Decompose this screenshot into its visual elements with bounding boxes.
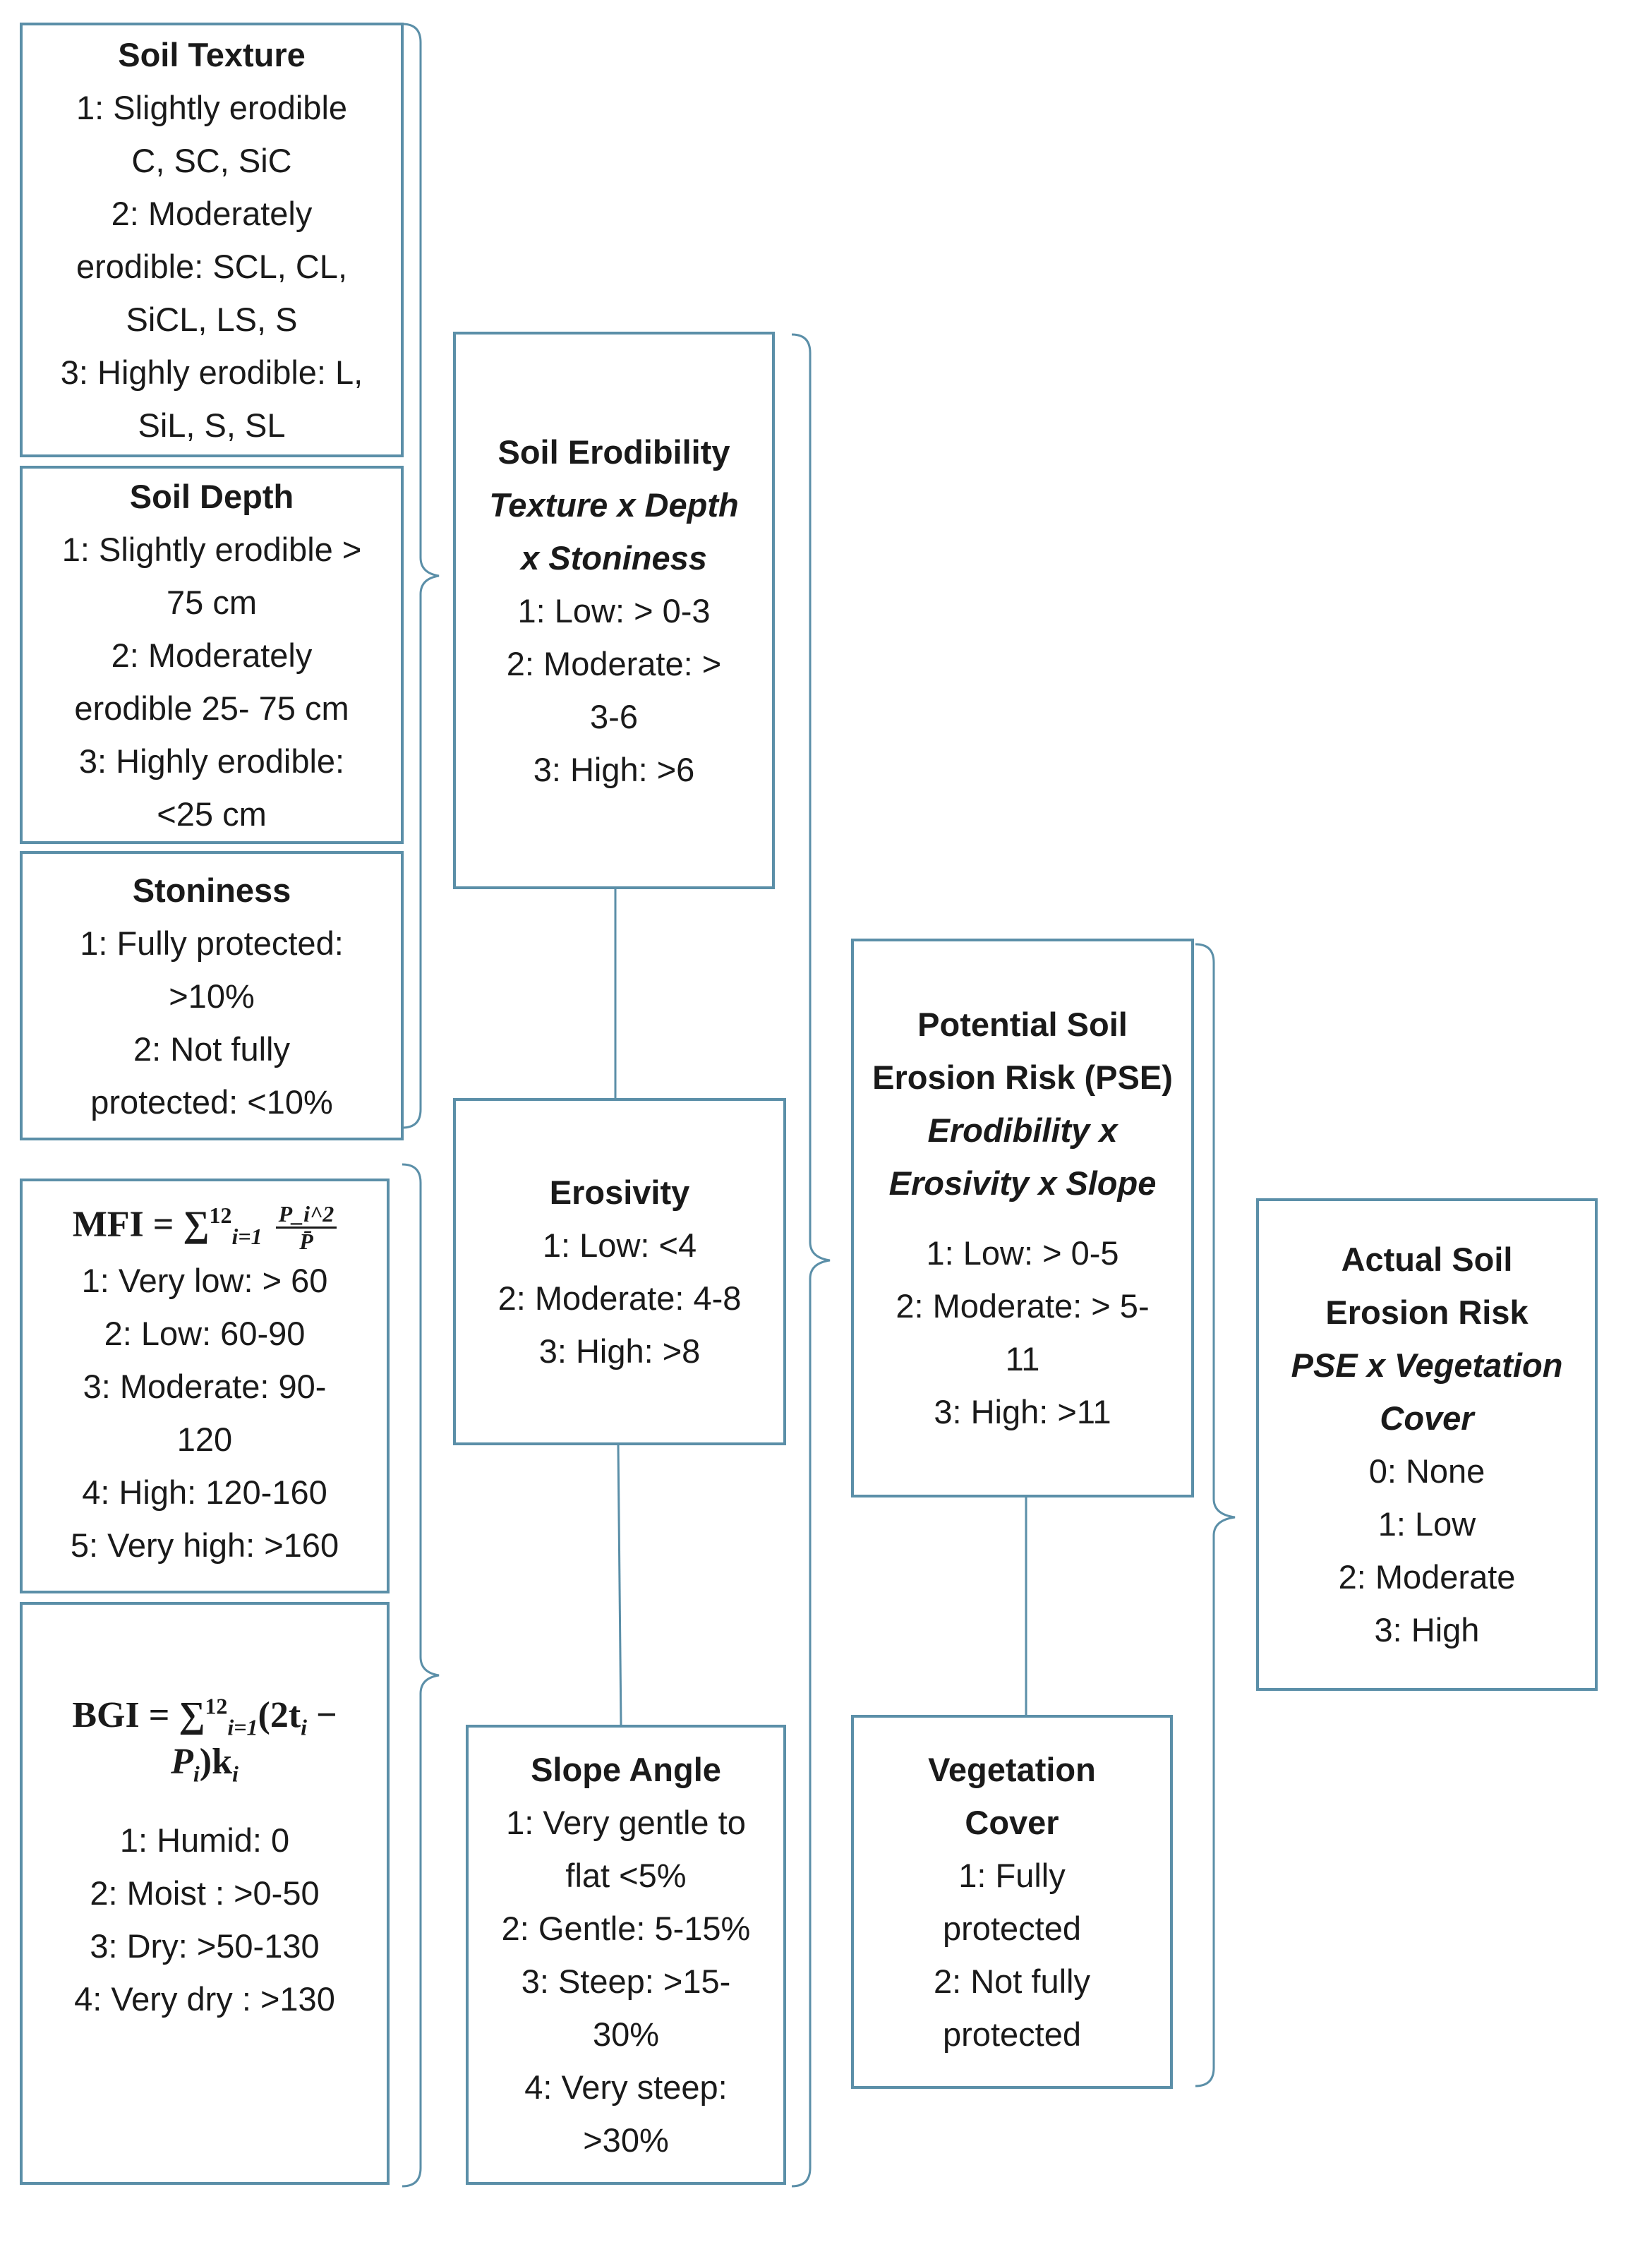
soil-texture-title: Soil Texture (118, 36, 306, 73)
bgi-line: 1: Humid: 0 (119, 1821, 290, 1859)
erosivity-line: 2: Moderate: 4-8 (498, 1279, 742, 1317)
vegetation-cover-line: 2: Not fully (933, 1963, 1091, 2000)
actual-erosion-risk-title: Erosion Risk (1325, 1294, 1529, 1331)
soil-erodibility-formula: x Stoniness (521, 538, 707, 577)
bgi-formula-line-2: Pi)ki (171, 1742, 239, 1787)
pse-box: Potential Soil Erosion Risk (PSE) Erodib… (851, 939, 1194, 1497)
actual-erosion-risk-formula: PSE x Vegetation (1291, 1346, 1563, 1384)
pse-formula: Erosivity x Slope (888, 1164, 1157, 1202)
soil-depth-box: Soil Depth 1: Slightly erodible > 75 cm … (20, 466, 404, 844)
erosivity-line: 3: High: >8 (538, 1332, 701, 1370)
stoniness-line: >10% (169, 977, 255, 1015)
soil-depth-line: <25 cm (157, 795, 267, 833)
soil-depth-line: 1: Slightly erodible > (61, 530, 362, 568)
stoniness-box: Stoniness 1: Fully protected: >10% 2: No… (20, 851, 404, 1140)
vegetation-cover-title: Vegetation (928, 1751, 1096, 1788)
stoniness-line: 1: Fully protected: (80, 924, 344, 962)
mfi-line: 1: Very low: > 60 (81, 1261, 328, 1299)
vegetation-cover-box: Vegetation Cover 1: Fully protected 2: N… (851, 1715, 1173, 2089)
bgi-formula-line-1: BGI = ∑12i=1(2ti − (72, 1693, 337, 1740)
stoniness-line: 2: Not fully (133, 1030, 291, 1068)
soil-texture-line: C, SC, SiC (131, 142, 292, 179)
soil-depth-line: 3: Highly erodible: (78, 742, 345, 780)
bgi-line: 3: Dry: >50-130 (90, 1927, 320, 1965)
slope-angle-line: 3: Steep: >15- (521, 1963, 731, 2000)
bracket-soil-inputs (402, 23, 440, 1129)
bracket-actual-inputs (1195, 943, 1236, 2087)
soil-texture-line: 2: Moderately (111, 195, 313, 232)
erosivity-line: 1: Low: <4 (542, 1227, 697, 1264)
link-erosivity-slope (617, 1443, 622, 1727)
bgi-line: 2: Moist : >0-50 (90, 1874, 320, 1912)
soil-erodibility-formula: Texture x Depth (489, 486, 739, 524)
slope-angle-box: Slope Angle 1: Very gentle to flat <5% 2… (466, 1725, 786, 2185)
stoniness-line: protected: <10% (90, 1083, 333, 1121)
actual-erosion-risk-title: Actual Soil (1341, 1241, 1513, 1278)
actual-erosion-risk-line: 3: High (1374, 1611, 1480, 1649)
slope-angle-line: >30% (583, 2121, 669, 2159)
stoniness-title: Stoniness (132, 871, 291, 909)
vegetation-cover-title: Cover (965, 1804, 1059, 1841)
pse-line: 2: Moderate: > 5- (896, 1287, 1150, 1325)
mfi-line: 5: Very high: >160 (70, 1526, 339, 1564)
slope-angle-title: Slope Angle (531, 1751, 721, 1788)
actual-erosion-risk-line: 0: None (1368, 1452, 1485, 1490)
mfi-line: 120 (176, 1420, 233, 1458)
erosivity-title: Erosivity (549, 1174, 690, 1211)
soil-depth-line: 75 cm (167, 583, 257, 621)
slope-angle-line: flat <5% (565, 1857, 687, 1894)
bracket-climate-inputs (402, 1163, 440, 2188)
vegetation-cover-line: protected (943, 1910, 1081, 1947)
soil-texture-line: 3: Highly erodible: L, (60, 354, 363, 391)
slope-angle-line: 2: Gentle: 5-15% (501, 1910, 751, 1947)
soil-texture-line: SiCL, LS, S (126, 301, 298, 338)
slope-angle-line: 1: Very gentle to (506, 1804, 746, 1841)
pse-formula: Erodibility x (927, 1111, 1118, 1149)
soil-erodibility-line: 1: Low: > 0-3 (517, 591, 711, 629)
actual-erosion-risk-box: Actual Soil Erosion Risk PSE x Vegetatio… (1256, 1198, 1598, 1691)
pse-line: 11 (1005, 1340, 1040, 1378)
soil-depth-line: 2: Moderately (111, 636, 313, 674)
soil-texture-line: erodible: SCL, CL, (76, 248, 348, 285)
bracket-pse-inputs (791, 333, 831, 2188)
soil-depth-line: erodible 25- 75 cm (74, 689, 349, 727)
soil-erodibility-box: Soil Erodibility Texture x Depth x Stoni… (453, 332, 775, 889)
soil-texture-line: 1: Slightly erodible (76, 89, 348, 126)
soil-depth-title: Soil Depth (129, 477, 294, 515)
soil-erodibility-title: Soil Erodibility (498, 433, 730, 471)
slope-angle-line: 4: Very steep: (524, 2068, 728, 2106)
pse-title: Potential Soil (917, 1006, 1128, 1043)
actual-erosion-risk-line: 1: Low (1377, 1505, 1476, 1543)
pse-line: 1: Low: > 0-5 (926, 1234, 1119, 1272)
soil-erodibility-line: 3: High: >6 (533, 750, 695, 788)
soil-erodibility-line: 3-6 (590, 697, 638, 735)
erosivity-box: Erosivity 1: Low: <4 2: Moderate: 4-8 3:… (453, 1098, 786, 1445)
bgi-box: BGI = ∑12i=1(2ti − Pi)ki 1: Humid: 0 2: … (20, 1602, 390, 2185)
soil-texture-line: SiL, S, SL (138, 406, 286, 444)
actual-erosion-risk-line: 2: Moderate (1338, 1558, 1516, 1596)
pse-line: 3: High: >11 (934, 1393, 1111, 1430)
actual-erosion-risk-formula: Cover (1380, 1399, 1474, 1437)
pse-title: Erosion Risk (PSE) (872, 1059, 1173, 1096)
slope-angle-line: 30% (592, 2015, 660, 2053)
bgi-line: 4: Very dry : >130 (74, 1980, 335, 2018)
mfi-line: 3: Moderate: 90- (83, 1367, 327, 1405)
vegetation-cover-line: 1: Fully (958, 1857, 1066, 1894)
vegetation-cover-line: protected (943, 2015, 1081, 2053)
soil-erodibility-line: 2: Moderate: > (506, 644, 722, 682)
soil-texture-box: Soil Texture 1: Slightly erodible C, SC,… (20, 23, 404, 457)
mfi-line: 2: Low: 60-90 (104, 1314, 306, 1352)
mfi-line: 4: High: 120-160 (82, 1473, 327, 1511)
